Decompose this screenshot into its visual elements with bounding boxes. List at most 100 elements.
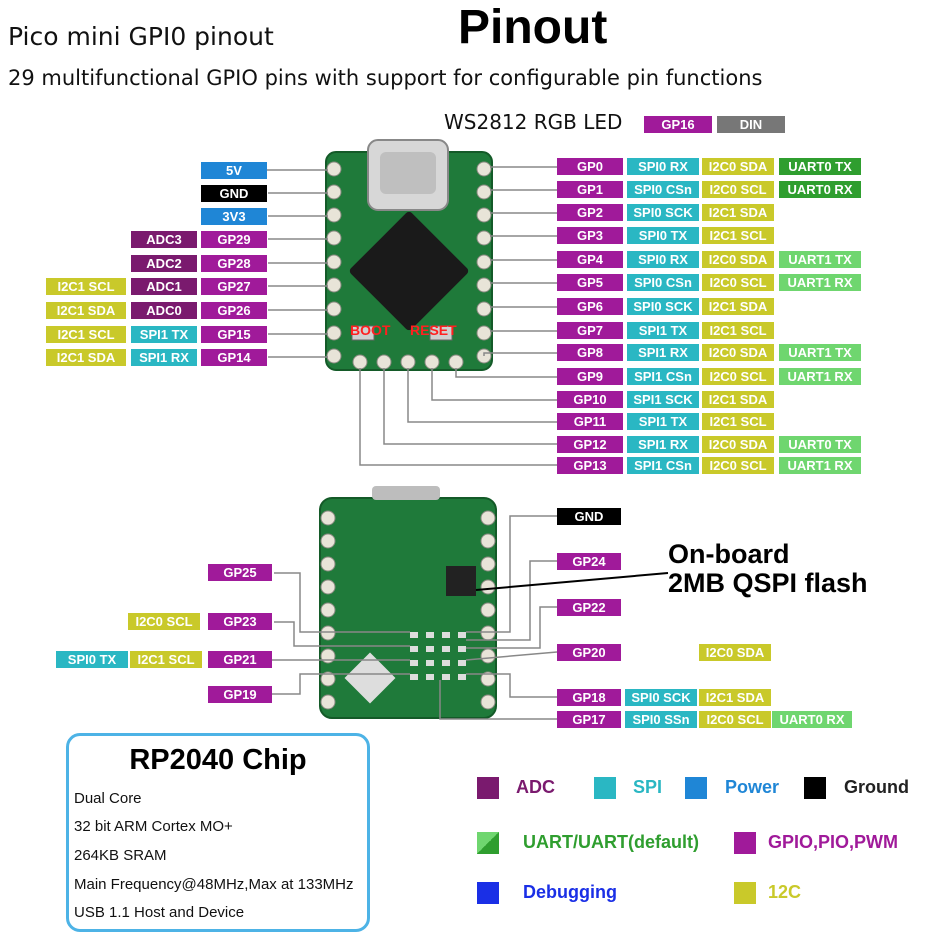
pin-tag-i2c1-scl: I2C1 SCL xyxy=(702,413,774,430)
pin-tag-i2c0-scl: I2C0 SCL xyxy=(128,613,200,630)
chip-spec: USB 1.1 Host and Device xyxy=(74,904,244,921)
pin-tag-gp14: GP14 xyxy=(201,349,267,366)
pin-tag-gp1: GP1 xyxy=(557,181,623,198)
chip-spec: 264KB SRAM xyxy=(74,847,167,864)
pin-tag-gp9: GP9 xyxy=(557,368,623,385)
pin-tag-i2c0-sda: I2C0 SDA xyxy=(702,158,774,175)
legend-swatch-5 xyxy=(734,832,756,854)
pin-tag-adc0: ADC0 xyxy=(131,302,197,319)
pin-tag-gp13: GP13 xyxy=(557,457,623,474)
pin-tag-uart1-rx: UART1 RX xyxy=(779,274,861,291)
pin-tag-gp22: GP22 xyxy=(557,599,621,616)
pin-tag-spi1-csn: SPI1 CSn xyxy=(627,368,699,385)
legend-swatch-7 xyxy=(734,882,756,904)
pin-tag-i2c0-scl: I2C0 SCL xyxy=(702,274,774,291)
pin-tag-i2c0-sda: I2C0 SDA xyxy=(699,644,771,661)
pin-tag-i2c0-scl: I2C0 SCL xyxy=(702,368,774,385)
legend-swatch-0 xyxy=(477,777,499,799)
chip-spec: 32 bit ARM Cortex MO+ xyxy=(74,818,233,835)
pin-tag-gp11: GP11 xyxy=(557,413,623,430)
legend-swatch-4 xyxy=(477,832,499,854)
pin-tag-spi1-tx: SPI1 TX xyxy=(627,413,699,430)
legend-swatch-2 xyxy=(685,777,707,799)
pin-tag-spi1-rx: SPI1 RX xyxy=(627,436,699,453)
pin-tag-spi1-csn: SPI1 CSn xyxy=(627,457,699,474)
pin-tag-spi0-tx: SPI0 TX xyxy=(627,227,699,244)
pin-tag-gp15: GP15 xyxy=(201,326,267,343)
legend-label: Power xyxy=(725,777,779,798)
pin-tag-i2c1-scl: I2C1 SCL xyxy=(46,278,126,295)
pin-tag-i2c1-sda: I2C1 SDA xyxy=(46,302,126,319)
pin-tag-gp2: GP2 xyxy=(557,204,623,221)
pin-tag-i2c0-sda: I2C0 SDA xyxy=(702,344,774,361)
pin-tag-gp28: GP28 xyxy=(201,255,267,272)
bottom-board xyxy=(320,486,496,718)
pin-tag-i2c0-scl: I2C0 SCL xyxy=(702,181,774,198)
legend-swatch-6 xyxy=(477,882,499,904)
legend-label: 12C xyxy=(768,882,801,903)
legend-swatch-3 xyxy=(804,777,826,799)
chip-spec: Dual Core xyxy=(74,790,142,807)
pin-tag-adc3: ADC3 xyxy=(131,231,197,248)
pin-tag-gnd: GND xyxy=(557,508,621,525)
pin-tag-5v: 5V xyxy=(201,162,267,179)
pin-tag-gp26: GP26 xyxy=(201,302,267,319)
pin-tag-spi0-rx: SPI0 RX xyxy=(627,251,699,268)
pin-tag-i2c1-sda: I2C1 SDA xyxy=(702,391,774,408)
pin-tag-gp0: GP0 xyxy=(557,158,623,175)
pin-tag-uart0-rx: UART0 RX xyxy=(779,181,861,198)
pin-tag-i2c0-scl: I2C0 SCL xyxy=(702,457,774,474)
pin-tag-gp29: GP29 xyxy=(201,231,267,248)
pin-tag-i2c1-scl: I2C1 SCL xyxy=(702,322,774,339)
pin-tag-gp7: GP7 xyxy=(557,322,623,339)
pin-tag-uart0-tx: UART0 TX xyxy=(779,158,861,175)
pin-tag-spi1-rx: SPI1 RX xyxy=(131,349,197,366)
legend-swatch-1 xyxy=(594,777,616,799)
boot-button-label: BOOT xyxy=(350,322,390,338)
pin-tag-i2c1-sda: I2C1 SDA xyxy=(699,689,771,706)
pin-tag-gp6: GP6 xyxy=(557,298,623,315)
pin-tag-spi1-tx: SPI1 TX xyxy=(627,322,699,339)
pin-tag-spi0-csn: SPI0 CSn xyxy=(627,181,699,198)
pin-tag-gp18: GP18 xyxy=(557,689,621,706)
pin-tag-gp12: GP12 xyxy=(557,436,623,453)
pin-tag-spi1-sck: SPI1 SCK xyxy=(627,391,699,408)
pin-tag-i2c1-sda: I2C1 SDA xyxy=(702,204,774,221)
legend-label: Ground xyxy=(844,777,909,798)
pin-tag-gp8: GP8 xyxy=(557,344,623,361)
pin-tag-i2c1-scl: I2C1 SCL xyxy=(130,651,202,668)
pin-tag-i2c1-scl: I2C1 SCL xyxy=(702,227,774,244)
reset-button-label: RESET xyxy=(410,322,457,338)
pin-tag-gp23: GP23 xyxy=(208,613,272,630)
pin-tag-gp5: GP5 xyxy=(557,274,623,291)
pin-tag-uart1-rx: UART1 RX xyxy=(779,457,861,474)
pin-tag-spi1-rx: SPI1 RX xyxy=(627,344,699,361)
flash-line-1: On-board xyxy=(668,540,868,569)
pin-tag-spi0-sck: SPI0 SCK xyxy=(627,298,699,315)
pin-tag-uart0-tx: UART0 TX xyxy=(779,436,861,453)
chip-title: RP2040 Chip xyxy=(69,744,367,777)
pin-tag-spi1-tx: SPI1 TX xyxy=(131,326,197,343)
pin-tag-i2c0-scl: I2C0 SCL xyxy=(699,711,771,728)
pin-tag-gp17: GP17 xyxy=(557,711,621,728)
flash-line-2: 2MB QSPI flash xyxy=(668,569,868,598)
pin-tag-i2c0-sda: I2C0 SDA xyxy=(702,436,774,453)
pin-tag-gp19: GP19 xyxy=(208,686,272,703)
legend-label: UART/UART(default) xyxy=(523,832,699,853)
pin-tag-gp21: GP21 xyxy=(208,651,272,668)
chip-info-box: RP2040 Chip Dual Core 32 bit ARM Cortex … xyxy=(66,733,370,932)
pin-tag-gnd: GND xyxy=(201,185,267,202)
pin-tag-spi0-csn: SPI0 CSn xyxy=(627,274,699,291)
pin-tag-i2c1-sda: I2C1 SDA xyxy=(702,298,774,315)
pin-tag-spi0-ssn: SPI0 SSn xyxy=(625,711,697,728)
pin-tag-gp27: GP27 xyxy=(201,278,267,295)
pin-tag-adc1: ADC1 xyxy=(131,278,197,295)
pin-tag-spi0-sck: SPI0 SCK xyxy=(625,689,697,706)
pin-tag-gp3: GP3 xyxy=(557,227,623,244)
pin-tag-spi0-rx: SPI0 RX xyxy=(627,158,699,175)
legend-label: ADC xyxy=(516,777,555,798)
pin-tag-i2c1-scl: I2C1 SCL xyxy=(46,326,126,343)
pin-tag-uart1-tx: UART1 TX xyxy=(779,251,861,268)
pin-tag-gp4: GP4 xyxy=(557,251,623,268)
